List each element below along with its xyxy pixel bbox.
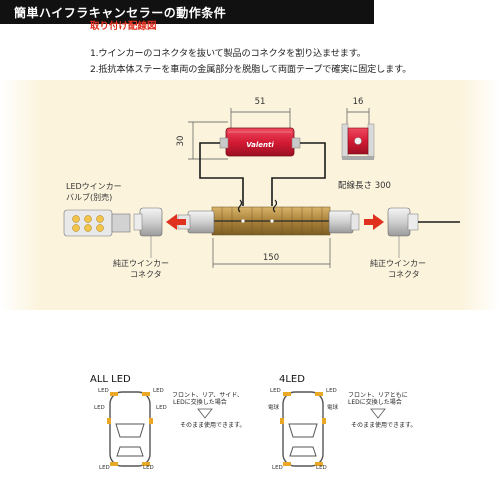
wiring-diagram-heading: 取り付け配線図: [90, 21, 157, 32]
vehicle-connector-left-label-2: コネクタ: [130, 270, 162, 279]
case-all-led-title: ALL LED: [90, 374, 131, 385]
case-4led-label-front-right: LED: [326, 388, 337, 394]
case-4led-title: 4LED: [279, 374, 305, 385]
case-all-led-label-front-left: LED: [98, 388, 109, 394]
operating-conditions-banner: 簡単ハイフラキャンセラーの動作条件: [0, 0, 374, 24]
resistor-side-view: [341, 123, 375, 160]
case-4led-label-front-left: LED: [270, 388, 281, 394]
case-all-led-label-rear-right: LED: [143, 465, 154, 471]
case-all-led-label-side-left: LED: [94, 405, 105, 411]
case-4led-desc-2: LEDに交換した場合: [348, 398, 402, 406]
product-connector-right: [328, 210, 360, 234]
case-all-led-label-front-right: LED: [153, 388, 164, 394]
case-4led-arrow-icon: [370, 408, 386, 419]
case-all-led-label-side-right: LED: [156, 405, 167, 411]
led-bulb-label-1: LEDウインカー: [66, 182, 122, 191]
dimension-height-label: 30: [176, 136, 186, 147]
dimension-depth-label: 16: [353, 97, 364, 107]
operating-conditions-title: 簡単ハイフラキャンセラーの動作条件: [14, 6, 227, 20]
led-bulb: [63, 209, 131, 237]
case-all-led-label-rear-left: LED: [99, 465, 110, 471]
dimension-total-label: 150: [263, 253, 279, 263]
vehicle-connector-right-label-1: 純正ウインカー: [370, 258, 426, 268]
instruction-step-2: 2.抵抗本体ステーを車両の金属部分を脱脂して両面テープで確実に固定します。: [90, 64, 412, 75]
dimension-total: [212, 238, 331, 268]
dimension-width: [230, 108, 291, 128]
case-4led-label-side-left: 電球: [268, 403, 280, 411]
led-bulb-label-2: バルブ(別売): [66, 192, 112, 202]
dimension-depth: [346, 108, 370, 126]
insert-arrow-right: [364, 214, 384, 230]
case-all-led-arrow-icon: [197, 408, 213, 419]
resistor-body: [219, 127, 301, 157]
car-diagram-all-led: [107, 391, 153, 467]
case-4led-label-side-right: 電球: [327, 403, 339, 411]
vehicle-connector-right-label-2: コネクタ: [388, 270, 420, 279]
dimension-width-label: 51: [255, 97, 266, 107]
vehicle-connector-left-label-1: 純正ウインカー: [113, 258, 169, 268]
resistor-brand-logo: Valenti: [246, 141, 274, 149]
case-all-led-desc-1: フロント、リア、サイド、: [172, 392, 243, 399]
vehicle-connector-right: [387, 207, 419, 258]
case-4led-result: そのまま使用できます。: [351, 421, 416, 429]
vehicle-connector-left: [133, 207, 163, 258]
insert-arrow-left: [166, 214, 186, 230]
car-diagram-4led: [280, 391, 326, 467]
product-connector-left: [177, 210, 215, 234]
case-4led-desc-1: フロント、リアともに: [348, 392, 408, 399]
cable-length-label: 配線長さ 300: [338, 180, 391, 191]
case-4led-label-rear-left: LED: [272, 465, 283, 471]
instruction-step-1: 1.ウインカーのコネクタを抜いて製品のコネクタを割り込ませます。: [90, 48, 366, 59]
dimension-height: [188, 121, 228, 160]
case-4led-label-rear-right: LED: [316, 465, 327, 471]
main-cable: [211, 199, 331, 236]
case-all-led-desc-2: LEDに交換した場合: [173, 398, 227, 406]
case-all-led-result: そのまま使用できます。: [180, 421, 245, 429]
diagram-background: [0, 80, 500, 310]
resistor-wires: [199, 142, 326, 206]
